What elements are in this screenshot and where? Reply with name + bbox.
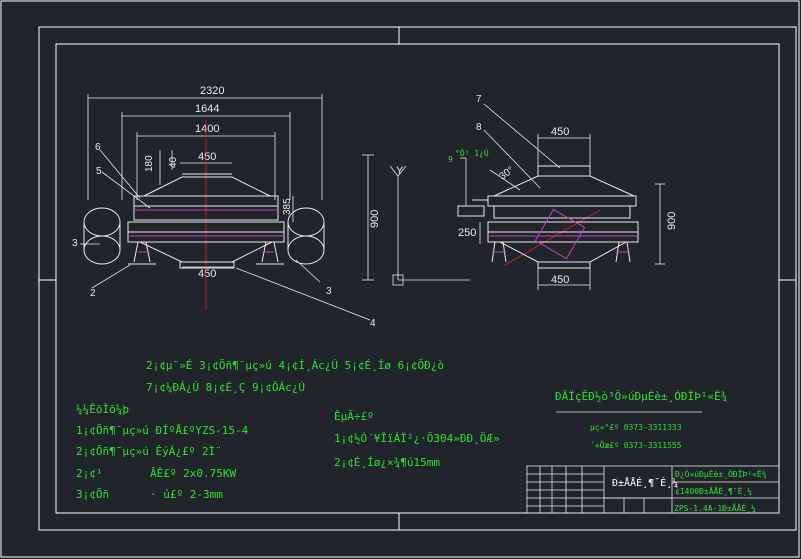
front-view: 2320 1644 1400 450 450 180 40 385 900	[72, 85, 381, 329]
company-name: ÐÂÏçÊÐ½ò³Ô»úÐµÉè±¸ÓÐÏÞ¹«Ë¾	[555, 390, 727, 403]
dim-overall-height: 900	[369, 210, 381, 228]
title-drawing-name: Ð±ÅÅÉ¸¶¯É¸¼	[612, 476, 678, 489]
part-label-9: 9	[448, 155, 453, 164]
spec-item-4-label: 3¡¢Õñ	[76, 488, 109, 501]
specs-heading: ¼¼ÊõÌõ¼þ	[76, 403, 129, 416]
inner-frame	[55, 43, 780, 514]
title-drawing-no: ZPS-1.4A-1Ð±ÅÅÉ¸¼	[674, 502, 756, 513]
dim-mid-width: 1644	[195, 103, 219, 115]
note-1: 1¡¢½Ó´¥ÎïÁÏ²¿·Ö304»ÐÐ¸ÖÆ»	[334, 432, 500, 445]
spec-item-2: 2¡¢Õñ¶¯µç»ú ÊýÁ¿£º 2Ì¨	[76, 445, 222, 458]
parts-list-line1: 2¡¢µ¯»É 3¡¢Õñ¶¯µç»ú 4¡¢Í¸Áϲ¿Ú 5¡¢É¸Íø 6¡…	[146, 359, 444, 372]
dim-side-overall-height: 900	[666, 212, 678, 230]
parts-list-line2: 7¡¢¼ÐÁ¿Ú 8¡¢É¸Ç 9¡¢ÔÁϲ¿Ú	[146, 381, 305, 394]
dim-top-diameter: 450	[198, 151, 216, 163]
title-block: Ð±ÅÅÉ¸¶¯É¸¼ Ð¿Ò»úÐµÉè±¸ÓÐÏÞ¹«Ë¾ ¢1400Ð±Å…	[526, 465, 780, 514]
dim-inner-width: 1400	[195, 123, 219, 135]
part-label-8: 8	[476, 122, 482, 133]
dim-side-bottom-diameter: 450	[551, 274, 569, 286]
spec-item-3-label: 2¡¢¹	[76, 467, 103, 480]
axis-label-y: Y	[396, 165, 404, 177]
dim-side-angle: 30°	[497, 165, 516, 183]
note-2: 2¡¢É¸Íø¿×¾¶ú15mm	[334, 456, 440, 469]
spec-item-1: 1¡¢Õñ¶¯µç»ú ÐÍºÅ£ºYZS-15-4	[76, 424, 249, 437]
title-model-line: ¢1400Ð±ÅÅÉ¸¶¯É¸¼	[675, 485, 752, 496]
company-phone-2: ´«Õæ£º 0373-3311555	[590, 439, 682, 450]
part-label-2: 2	[90, 288, 96, 299]
title-company-short: Ð¿Ò»úÐµÉè±¸ÓÐÏÞ¹«Ë¾	[675, 468, 767, 479]
dim-height-385: 385	[282, 198, 293, 215]
dim-bottom-diameter: 450	[198, 268, 216, 280]
dim-height-180: 180	[144, 155, 155, 172]
centerline-side	[504, 209, 601, 266]
part-label-3a: 3	[72, 238, 78, 249]
part-label-6: 6	[95, 142, 101, 153]
dim-side-height: 250	[458, 227, 476, 239]
spec-item-4-value: · ú£º 2-3mm	[150, 488, 223, 501]
dim-overall-width: 2320	[200, 85, 224, 97]
drawing-frame	[38, 26, 797, 531]
dim-side-top-diameter: 450	[551, 126, 569, 138]
dim-height-40: 40	[168, 156, 179, 168]
company-phone-1: µç»°£º 0373-3311333	[590, 423, 682, 432]
part-label-7: 7	[476, 94, 482, 105]
part-label-5: 5	[96, 166, 102, 177]
part-label-9-note: °Ô³ 1¿Ú	[455, 147, 489, 158]
part-label-4: 4	[370, 318, 376, 329]
part-label-3b: 3	[326, 286, 332, 297]
side-view: 450 450 30° 250 900	[448, 94, 678, 290]
spec-item-3-value: ÂÊ£º 2x0.75KW	[150, 467, 236, 480]
ucs-axis-icon	[389, 165, 470, 286]
notes-heading: ÊµÃ÷£º	[334, 410, 374, 423]
